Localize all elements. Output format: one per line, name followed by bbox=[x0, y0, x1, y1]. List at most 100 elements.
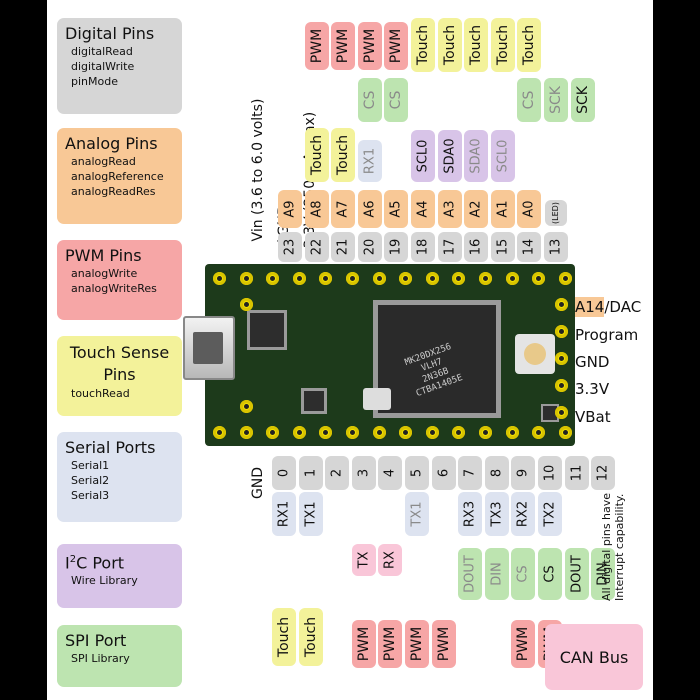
legend-card-item: analogReadRes bbox=[71, 185, 156, 198]
top-pin-number: 20 bbox=[362, 238, 378, 256]
top-pin-number-bg bbox=[357, 232, 382, 262]
top-pin-number: 22 bbox=[309, 238, 325, 256]
pwm-bottom-label-bg bbox=[405, 620, 429, 668]
cs-top-label-bg bbox=[384, 78, 409, 122]
rx1-top-label-bg bbox=[357, 140, 382, 182]
crystal bbox=[363, 388, 391, 410]
tx-bottom-label-bg bbox=[351, 544, 376, 576]
bottom-pin-number: 5 bbox=[409, 468, 425, 478]
led-label: (LED) bbox=[551, 202, 560, 224]
cs-top-label-bg bbox=[517, 78, 542, 122]
touch-bottom-label-bg bbox=[298, 608, 323, 666]
bottom-pin-number: 0 bbox=[276, 468, 292, 478]
pin-hole bbox=[292, 272, 306, 285]
pin-hole bbox=[319, 426, 333, 439]
analog-top-label-bg bbox=[357, 190, 382, 228]
legend-card-title: Analog Pins bbox=[65, 134, 158, 153]
analog-top-label: A3 bbox=[442, 200, 458, 218]
can-bus-label: CAN Bus bbox=[559, 648, 629, 667]
pin-hole bbox=[505, 272, 519, 285]
pin-hole bbox=[555, 325, 568, 338]
analog-top-label: A4 bbox=[415, 200, 431, 218]
top-pin-number-bg bbox=[304, 232, 329, 262]
top-pin-number: 16 bbox=[468, 238, 484, 256]
top-pin-number: 18 bbox=[415, 238, 431, 256]
led-label-bg bbox=[545, 200, 567, 226]
bottom-pin-number: 1 bbox=[303, 468, 319, 478]
touch-top-label: Touch bbox=[415, 24, 431, 66]
legend-card-item: pinMode bbox=[71, 75, 118, 88]
legend-card-item: analogWriteRes bbox=[71, 282, 157, 295]
pwm-bottom-label-bg bbox=[511, 620, 536, 668]
pin-hole bbox=[479, 272, 492, 285]
pin-hole bbox=[452, 426, 466, 439]
analog-top-label: A5 bbox=[388, 200, 404, 218]
bottom-pin-number: 2 bbox=[329, 468, 345, 478]
rx-bottom-label: RX bbox=[382, 551, 398, 569]
bottom-pin-number-bg bbox=[298, 456, 323, 490]
bottom-pin-number-bg bbox=[564, 456, 589, 490]
rx1-top-label: RX1 bbox=[362, 147, 378, 175]
tx3-bottom-label: TX3 bbox=[489, 501, 505, 527]
legend-card-item: touchRead bbox=[71, 387, 130, 400]
touch-top-label: Touch bbox=[335, 134, 352, 176]
pin-hole bbox=[555, 298, 568, 311]
tx1-bottom-label-bg bbox=[298, 492, 323, 536]
bottom-pin-number-bg bbox=[325, 456, 350, 490]
bottom-pin-number-bg bbox=[378, 456, 403, 490]
analog-top-label-bg bbox=[437, 190, 462, 228]
tx1-bottom-label-bg bbox=[405, 492, 429, 536]
touch-top-label-bg bbox=[517, 18, 542, 72]
legend-card-title: Serial Ports bbox=[65, 438, 156, 457]
vin-label: Vin (3.6 to 6.0 volts) bbox=[250, 98, 266, 242]
analog-top-label-bg bbox=[517, 190, 542, 228]
top-pin-number-bg bbox=[437, 232, 462, 262]
pin-hole bbox=[399, 272, 413, 285]
cs-top-label: CS bbox=[388, 90, 405, 110]
bottom-pin-number: 10 bbox=[542, 464, 558, 482]
gnd-right-label: GND bbox=[575, 353, 610, 371]
rx1-bottom-label-bg bbox=[272, 492, 296, 536]
bottom-pin-number-bg bbox=[591, 456, 616, 490]
top-pin-number: 13 bbox=[548, 238, 564, 256]
sck-top-label: SCK bbox=[548, 86, 564, 114]
pwm-bottom-label-bg bbox=[431, 620, 456, 668]
pwm-bottom-label: PWM bbox=[515, 626, 532, 662]
cs-bottom-label: CS bbox=[542, 565, 558, 583]
bottom-pin-number-bg bbox=[458, 456, 483, 490]
bottom-pin-number-bg bbox=[405, 456, 429, 490]
small-chip bbox=[247, 310, 287, 350]
bottom-pin-number-bg bbox=[538, 456, 562, 490]
legend-card-item: Serial3 bbox=[71, 489, 110, 502]
cs-bottom-label-bg bbox=[511, 548, 536, 600]
vbat-label: VBat bbox=[575, 408, 611, 426]
bottom-pin-number: 8 bbox=[489, 468, 505, 478]
a14-dac-label: A14/DAC bbox=[575, 297, 642, 317]
touch-top-label: Touch bbox=[521, 24, 538, 66]
sda0-top-label: SDA0 bbox=[442, 138, 458, 174]
dout-bottom-label: DOUT bbox=[462, 555, 478, 593]
legend-card-title: I2C Port bbox=[65, 553, 125, 573]
analog-top-label: A0 bbox=[521, 200, 537, 218]
touch-top-label: Touch bbox=[441, 24, 458, 66]
touch-top-label: Touch bbox=[494, 24, 511, 66]
legend-card-title: SPI Port bbox=[65, 631, 127, 650]
legend-card-item: Serial1 bbox=[71, 459, 110, 472]
touch-top-label-bg bbox=[437, 18, 462, 72]
pin-hole bbox=[239, 272, 253, 285]
cs-top-label: CS bbox=[361, 90, 378, 110]
pin-hole bbox=[213, 426, 226, 439]
can-bus-box: CAN Bus bbox=[545, 624, 643, 690]
touch-top-label-bg bbox=[490, 18, 515, 72]
pin-hole bbox=[558, 272, 572, 285]
analog-top-label-bg bbox=[384, 190, 409, 228]
top-pin-number-bg bbox=[464, 232, 489, 262]
sck-top-label-bg bbox=[544, 78, 568, 122]
pwm-top-label: PWM bbox=[361, 28, 378, 64]
